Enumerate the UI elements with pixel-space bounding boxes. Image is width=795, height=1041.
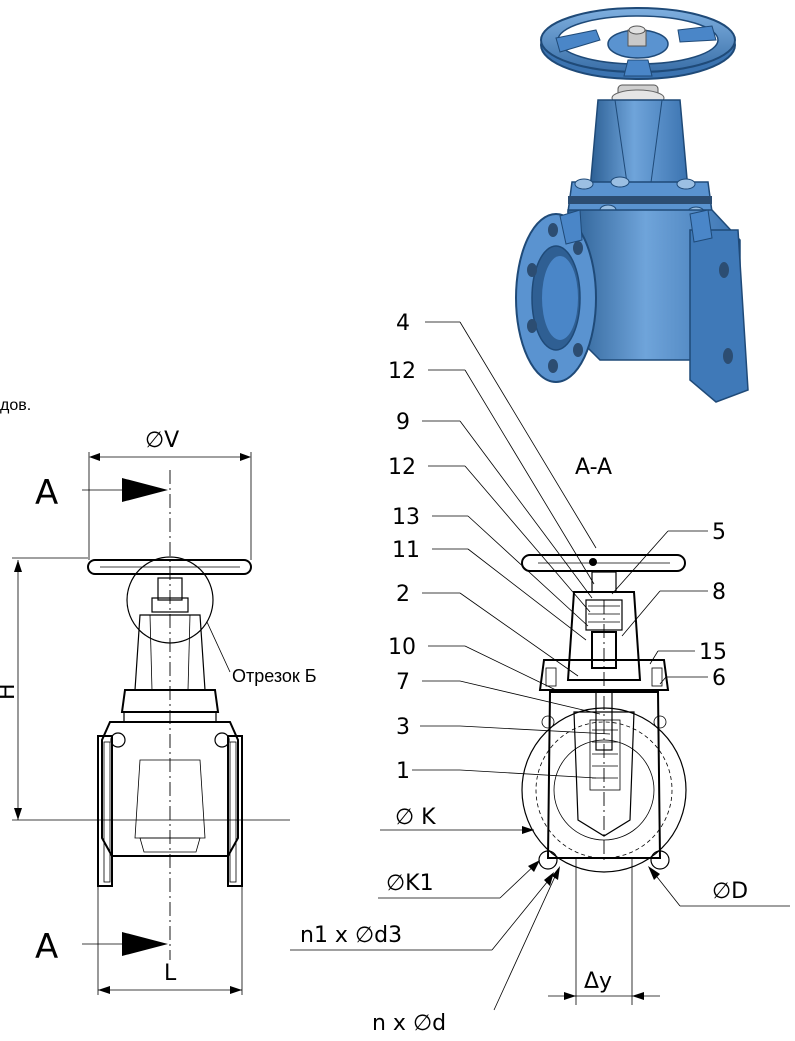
- partial-text: дов.: [0, 397, 31, 414]
- valve-3d-render: [515, 7, 749, 403]
- n-d-label: n x ∅d: [372, 1011, 446, 1036]
- callout-11: 11: [392, 538, 420, 563]
- leader-lines: [412, 321, 708, 779]
- elevation-view: дов. ∅V A A H Отрезок Б: [0, 397, 317, 995]
- callout-8: 8: [712, 580, 726, 605]
- detail-b-label: Отрезок Б: [232, 666, 317, 686]
- callout-9: 9: [396, 410, 410, 435]
- diameter-d-label: ∅D: [712, 879, 748, 904]
- callout-7: 7: [396, 670, 410, 695]
- callout-15: 15: [699, 640, 727, 665]
- length-l-label: L: [164, 961, 177, 986]
- callout-13: 13: [392, 505, 420, 530]
- height-h-label: H: [0, 683, 20, 700]
- diameter-v-label: ∅V: [145, 428, 179, 453]
- callout-6: 6: [712, 666, 726, 691]
- callout-10: 10: [388, 635, 416, 660]
- diameter-k-label: ∅ K: [395, 805, 436, 830]
- section-a-bottom-label: A: [35, 927, 58, 967]
- callout-1: 1: [396, 759, 410, 784]
- callout-12b: 12: [388, 455, 416, 480]
- callout-4: 4: [396, 311, 410, 336]
- n1-d3-label: n1 x ∅d3: [300, 923, 402, 948]
- callout-3: 3: [396, 715, 410, 740]
- section-a-top-label: A: [35, 473, 58, 513]
- callout-5: 5: [712, 520, 726, 545]
- section-view: A-A: [290, 311, 790, 1036]
- callout-12a: 12: [388, 359, 416, 384]
- dy-label: Δy: [584, 969, 612, 994]
- section-aa-label: A-A: [575, 455, 612, 480]
- callout-2: 2: [396, 582, 410, 607]
- diameter-k1-label: ∅K1: [386, 871, 434, 896]
